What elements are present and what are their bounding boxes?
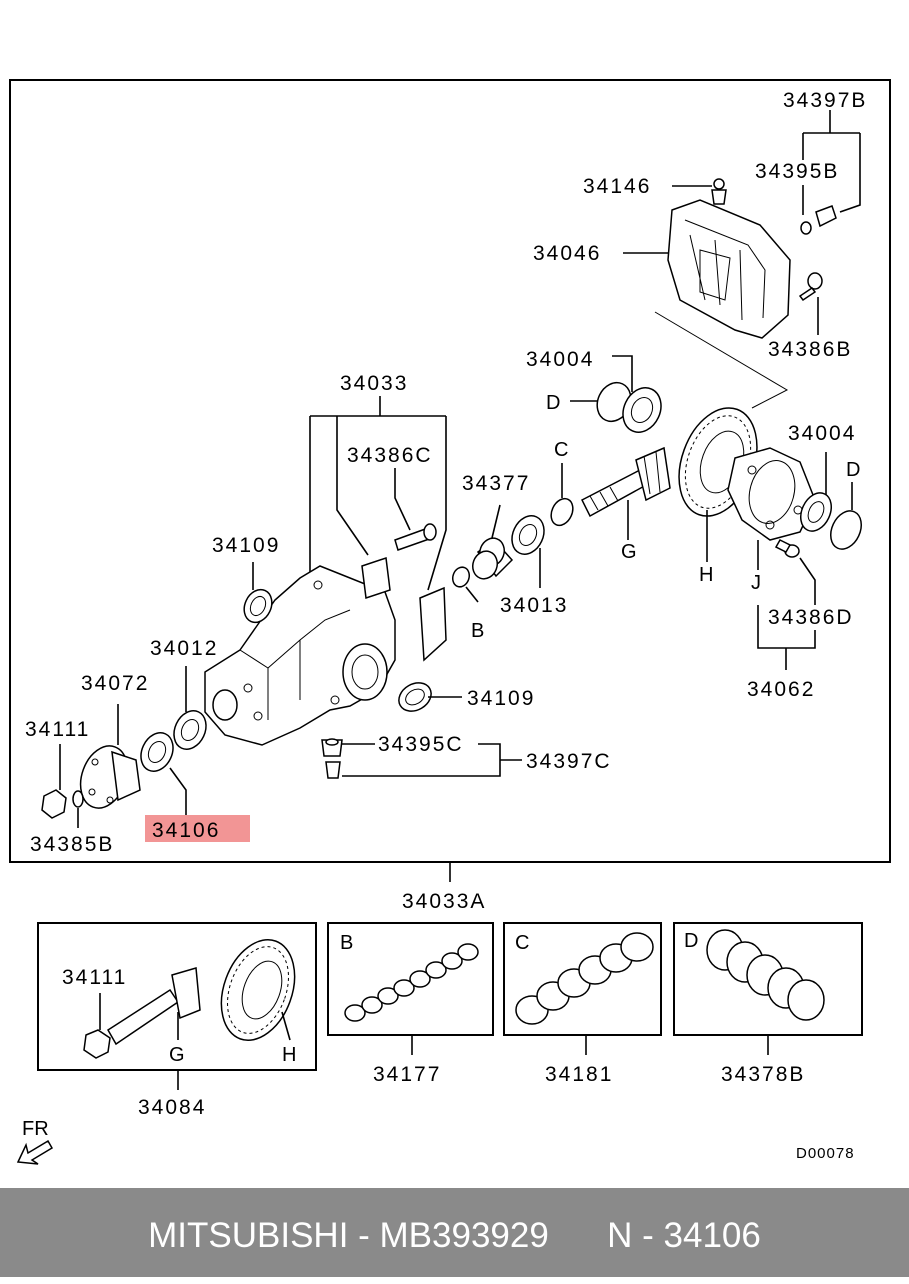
shim-B — [451, 566, 471, 588]
drive-pinion-G — [580, 446, 671, 518]
oil-seal-34106 — [140, 732, 174, 772]
box-label-34111: 34111 — [62, 966, 127, 989]
box-34177 — [327, 922, 494, 1036]
shim-C — [550, 497, 574, 527]
label-34084: 34084 — [138, 1096, 206, 1119]
label-34106: 34106 — [152, 819, 220, 842]
label-34033A: 34033A — [402, 890, 486, 913]
differential-case-J — [727, 447, 816, 541]
front-label: FR — [22, 1118, 49, 1140]
label-34177: 34177 — [373, 1063, 441, 1086]
label-34004-upper: 34004 — [526, 348, 594, 371]
label-34395C: 34395C — [378, 733, 464, 756]
letter-B: B — [471, 620, 484, 642]
oil-seal-34109-mid — [398, 682, 432, 712]
box-34084 — [37, 922, 317, 1071]
highlight-34106 — [145, 815, 250, 842]
label-34046: 34046 — [533, 242, 601, 265]
footer-bar: MITSUBISHI - MB393929 N - 34106 — [0, 1188, 909, 1277]
box-letter-G: G — [169, 1044, 185, 1066]
bearing-34004-lower — [800, 492, 832, 532]
box-letter-D: D — [684, 930, 698, 952]
label-34181: 34181 — [545, 1063, 613, 1086]
label-34109-left: 34109 — [212, 534, 280, 557]
label-34397C: 34397C — [526, 750, 612, 773]
shim-set-C — [515, 932, 654, 1025]
letter-D-right: D — [846, 459, 860, 481]
label-34385B: 34385B — [30, 833, 114, 856]
pinion-ring-gear-set — [83, 939, 296, 1059]
shim-set-B — [344, 943, 479, 1022]
front-direction-arrow-icon — [16, 1139, 54, 1165]
label-34378B: 34378B — [721, 1063, 805, 1086]
label-34033: 34033 — [340, 372, 408, 395]
label-34386B: 34386B — [768, 338, 852, 361]
label-34397B: 34397B — [783, 89, 867, 112]
oil-seal-34109-left — [243, 588, 273, 624]
bearing-34013 — [511, 515, 545, 555]
shim-D-right — [830, 510, 862, 550]
box-34181 — [503, 922, 662, 1036]
spacer-34377 — [471, 537, 514, 580]
washer-34385B — [72, 790, 84, 808]
parts-diagram: 34397B 34395B 34146 34046 34386B 34004 D… — [9, 79, 891, 1165]
label-34109-mid: 34109 — [467, 687, 535, 710]
letter-C-upper: C — [554, 439, 568, 461]
footer-part-number: MITSUBISHI - MB393929 N - 34106 — [148, 1216, 761, 1255]
bolt-34386C — [394, 523, 437, 551]
label-34386C: 34386C — [347, 444, 433, 467]
box-letter-H: H — [282, 1044, 296, 1066]
letter-H: H — [699, 564, 713, 586]
label-34062: 34062 — [747, 678, 815, 701]
label-34012: 34012 — [150, 637, 218, 660]
label-34013: 34013 — [500, 594, 568, 617]
letter-D-upper: D — [546, 392, 560, 414]
label-34386D: 34386D — [768, 606, 854, 629]
label-34004-lower: 34004 — [788, 422, 856, 445]
nut-34111 — [41, 789, 67, 819]
bearing-34012 — [173, 710, 207, 750]
box-letter-B: B — [340, 932, 353, 954]
box-letter-C: C — [515, 932, 529, 954]
label-34111: 34111 — [25, 718, 90, 741]
rear-cover-part — [667, 178, 837, 339]
label-34146: 34146 — [583, 175, 651, 198]
companion-flange-34072 — [79, 745, 141, 809]
letter-G: G — [621, 541, 637, 563]
differential-carrier-housing — [204, 556, 447, 779]
diagram-code: D00078 — [796, 1145, 855, 1162]
shim-set-D — [706, 929, 825, 1021]
label-34072: 34072 — [81, 672, 149, 695]
label-34395B: 34395B — [755, 160, 839, 183]
label-34377: 34377 — [462, 472, 530, 495]
bolt-34386D — [774, 539, 800, 558]
letter-J: J — [751, 572, 761, 594]
bearing-34004-upper — [596, 381, 662, 433]
